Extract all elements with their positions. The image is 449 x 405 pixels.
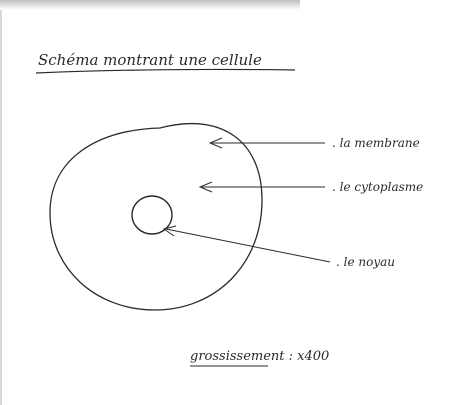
label-cytoplasm: . le cytoplasme [332,180,423,194]
label-nucleus: . le noyau [336,255,395,269]
magnification-label: grossissement : x400 [190,349,329,364]
title-underline [36,69,295,73]
cell-membrane [50,124,262,310]
label-membrane: . la membrane [332,136,420,150]
diagram-title: Schéma montrant une cellule [38,51,262,69]
